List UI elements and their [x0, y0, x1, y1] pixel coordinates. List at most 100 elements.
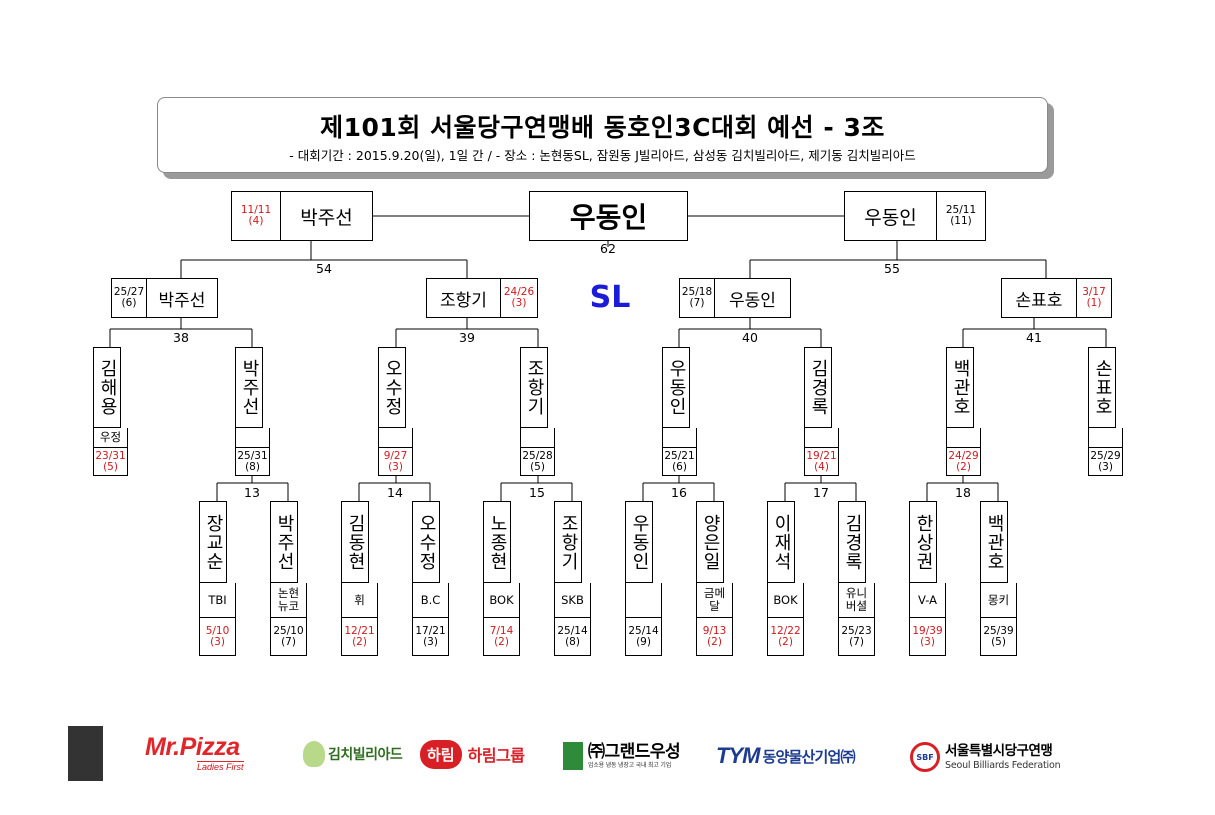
match-innings: (5)	[530, 460, 545, 473]
player-club	[1088, 428, 1123, 448]
grand-name: ㈜그랜드우성	[588, 742, 681, 762]
mrpizza-logo: Mr.Pizza Ladies First	[145, 733, 275, 775]
match-result: 25/39(5)	[980, 618, 1017, 656]
player-name: 김동현	[341, 501, 369, 583]
sbf-name-kr: 서울특별시당구연맹	[945, 742, 1053, 759]
final-right-score-box: 25/11 (11)	[936, 191, 986, 241]
r1-card: 한상권 V-A 19/39(3)	[909, 501, 946, 656]
match-innings: (3)	[511, 297, 527, 309]
kimchi-logo: 김치빌리아드	[303, 734, 413, 774]
player-club: 유니 버셜	[838, 583, 875, 618]
player-name: 박주선	[158, 290, 206, 311]
match-result: 25/14(8)	[554, 618, 591, 656]
player-club: 휘	[341, 583, 378, 618]
match-innings: (9)	[636, 635, 651, 648]
harim-logo: 하림 하림그룹	[420, 737, 550, 771]
match-innings: (1)	[1086, 297, 1102, 309]
r1-card: 양은일 금메 달 9/13(2)	[696, 501, 733, 656]
match-innings: (3)	[920, 635, 935, 648]
match-result: 25/21(6)	[662, 448, 697, 476]
r2-card: 백관호 24/29(2)	[946, 347, 981, 476]
match-score: 17/21	[415, 624, 446, 637]
match-innings: (7)	[281, 635, 296, 648]
match-score: 5/10	[205, 624, 230, 637]
player-name: 김해용	[93, 347, 121, 428]
footer-dark-block	[68, 726, 103, 781]
match-number: 38	[173, 330, 189, 345]
billiard-character-icon	[303, 741, 325, 767]
match-result: 9/27(3)	[378, 448, 413, 476]
final-left-score-box: 11/11 (4)	[231, 191, 281, 241]
match-innings: (2)	[707, 635, 722, 648]
player-club	[662, 428, 697, 448]
page-title: 제101회 서울당구연맹배 동호인3C대회 예선 - 3조	[320, 113, 885, 142]
r2-card: 조항기 25/28(5)	[520, 347, 555, 476]
player-name: 우동인	[662, 347, 690, 428]
match-score: 25/10	[273, 624, 304, 637]
r3-score-box: 24/26(3)	[500, 278, 538, 318]
match-innings: (6)	[121, 297, 137, 309]
venue-label: SL	[589, 280, 631, 315]
match-innings: (2)	[778, 635, 793, 648]
r1-card: 우동인 25/14(9)	[625, 501, 662, 656]
player-name: 조항기	[520, 347, 548, 428]
match-result: 25/14(9)	[625, 618, 662, 656]
match-result: 25/28(5)	[520, 448, 555, 476]
final-left-score: 11/11	[240, 204, 272, 216]
match-result: 12/22(2)	[767, 618, 804, 656]
match-score: 24/29	[948, 449, 979, 462]
player-club: 논현 뉴코	[270, 583, 307, 618]
r2-card: 손표호 25/29(3)	[1088, 347, 1123, 476]
player-name: 손표호	[1015, 290, 1063, 311]
r3-score-box: 3/17(1)	[1076, 278, 1112, 318]
match-innings: (7)	[689, 297, 705, 309]
match-score: 12/22	[770, 624, 801, 637]
r1-card: 김동현 휘 12/21(2)	[341, 501, 378, 656]
match-result: 19/39(3)	[909, 618, 946, 656]
match-result: 12/21(2)	[341, 618, 378, 656]
match-innings: (3)	[423, 635, 438, 648]
player-name: 우동인	[625, 501, 653, 583]
match-score: 25/23	[841, 624, 872, 637]
r1-card: 오수정 B.C 17/21(3)	[412, 501, 449, 656]
harim-badge: 하림	[420, 739, 462, 769]
match-score: 24/26	[503, 286, 535, 298]
match-score: 9/13	[702, 624, 727, 637]
player-club: SKB	[554, 583, 591, 618]
match-number: 13	[244, 485, 260, 500]
r2-card: 김해용 우정 23/31(5)	[93, 347, 128, 476]
match-number: 54	[316, 261, 332, 276]
final-right-score: 25/11	[945, 204, 977, 216]
harim-name: 하림그룹	[467, 746, 525, 765]
player-name: 김경록	[804, 347, 832, 428]
final-winner: 우동인	[529, 191, 688, 241]
mrpizza-name: Mr.Pizza	[145, 733, 240, 761]
match-score: 25/18	[681, 286, 713, 298]
match-innings: (3)	[1098, 460, 1113, 473]
match-score: 25/14	[557, 624, 588, 637]
player-club: BOK	[767, 583, 804, 618]
player-club: TBI	[199, 583, 236, 618]
r3-score-box: 25/18(7)	[679, 278, 715, 318]
r2-card: 우동인 25/21(6)	[662, 347, 697, 476]
match-score: 25/29	[1090, 449, 1121, 462]
r3-player: 조항기	[426, 278, 501, 318]
match-score: 25/21	[664, 449, 695, 462]
match-number: 55	[884, 261, 900, 276]
player-name: 양은일	[696, 501, 724, 583]
r1-card: 김경록 유니 버셜 25/23(7)	[838, 501, 875, 656]
player-name: 장교순	[199, 501, 227, 583]
mrpizza-tagline: Ladies First	[197, 761, 244, 772]
player-name: 오수정	[378, 347, 406, 428]
player-name: 백관호	[980, 501, 1008, 583]
player-club: BOK	[483, 583, 520, 618]
grand-sub: 업소용 냉동 냉장고 국내 최고 기업	[588, 762, 672, 769]
match-number: 16	[671, 485, 687, 500]
player-name: 박주선	[235, 347, 263, 428]
player-club	[625, 583, 662, 618]
match-number: 40	[742, 330, 758, 345]
player-name: 우동인	[729, 290, 776, 311]
match-innings: (4)	[814, 460, 829, 473]
final-left-player: 박주선	[280, 191, 373, 241]
